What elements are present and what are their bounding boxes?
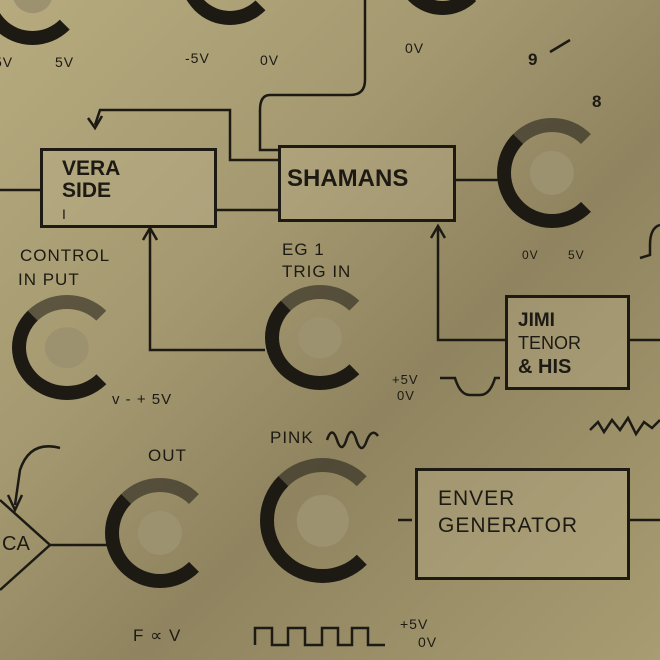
jimi-label-3: & HIS: [518, 356, 572, 378]
enver-label-1: ENVER: [438, 487, 516, 510]
label-eg-2: TRIG IN: [282, 262, 352, 281]
label-top-left-1: 5V: [0, 54, 14, 70]
label-top-left-2: 5V: [55, 54, 75, 70]
label-number-8: 8: [592, 92, 603, 111]
label-jack8-0v: 0V: [522, 248, 539, 262]
shamans-label: SHAMANS: [287, 165, 409, 192]
label-top-mid-2: 0V: [260, 52, 280, 68]
jimi-label-2: TENOR: [518, 333, 581, 353]
label-bottom-0v: 0V: [418, 634, 438, 650]
label-pink: PINK: [270, 428, 314, 447]
label-eg-1: EG 1: [282, 240, 325, 259]
jack-8[interactable]: [497, 118, 607, 228]
label-top-right: 0V: [405, 40, 425, 56]
jimi-label-1: JIMI: [518, 310, 555, 331]
module-enver-generator: [415, 468, 630, 580]
label-out: OUT: [148, 446, 187, 465]
label-number-9: 9: [528, 50, 539, 69]
module-vera-side: [40, 148, 217, 228]
jack-control-input[interactable]: [12, 295, 122, 400]
vera-side-label-2: SIDE: [62, 179, 112, 202]
enver-label-2: GENERATOR: [438, 514, 579, 537]
jack-eg1-trig-in[interactable]: [265, 285, 375, 390]
label-control-2: IN PUT: [18, 270, 80, 289]
label-pulse-5v: +5V: [392, 372, 419, 387]
vera-side-label-1: VERA: [62, 157, 121, 180]
label-top-mid-1: -5V: [185, 50, 210, 66]
jack-pink[interactable]: [260, 458, 385, 583]
module-shamans: [278, 145, 456, 222]
label-control-1: CONTROL: [20, 246, 111, 265]
module-jimi: [505, 295, 630, 390]
jack-out[interactable]: [105, 478, 215, 588]
label-bottom-5v: +5V: [400, 616, 429, 632]
label-f-alpha-v: F ∝ V: [133, 626, 182, 645]
vera-side-label-3: I: [62, 206, 66, 222]
label-pulse-0v: 0V: [397, 388, 415, 403]
label-range: v - + 5V: [112, 391, 173, 408]
ca-label: CA: [2, 533, 30, 555]
label-jack8-5v: 5V: [568, 248, 585, 262]
